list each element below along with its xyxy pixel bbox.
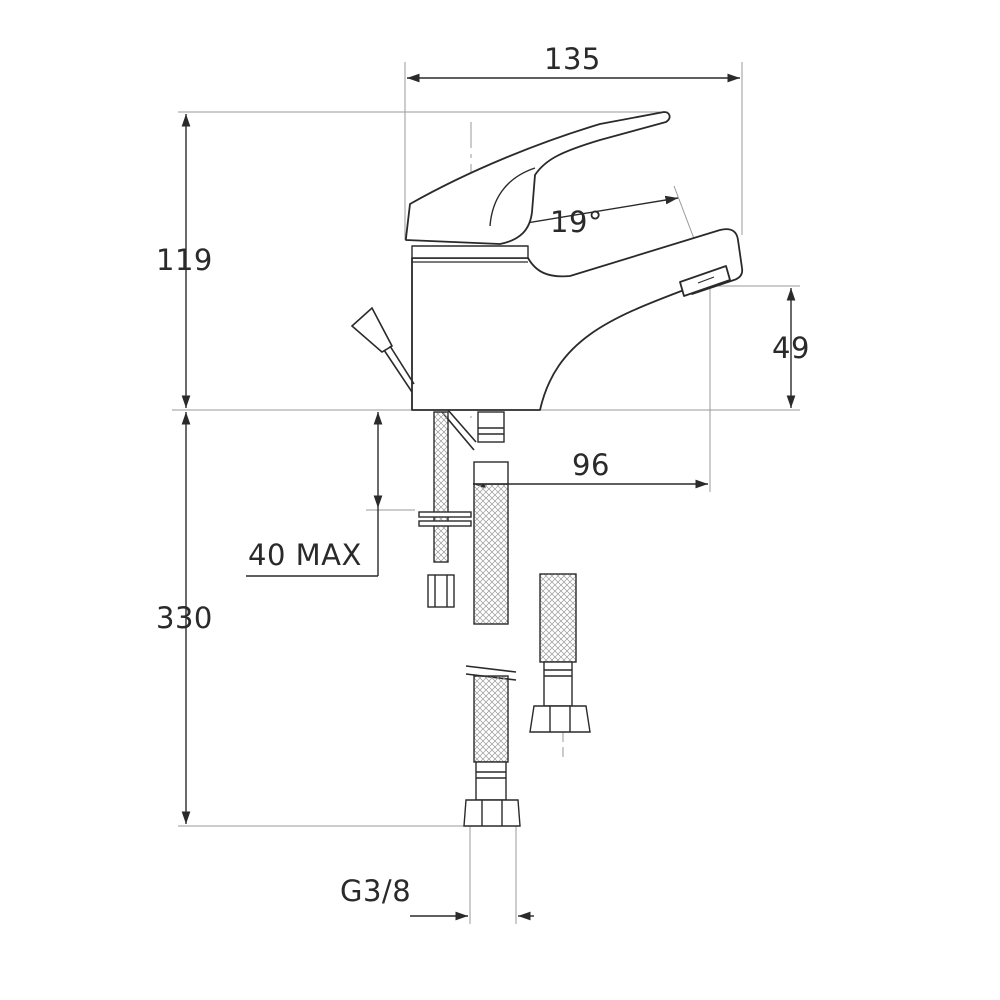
dim-label-135: 135 — [544, 42, 601, 76]
faucet-body — [405, 111, 744, 411]
dim-label-19deg: 19° — [550, 205, 603, 239]
body-and-spout — [411, 228, 744, 411]
dim-label-40-max: 40 MAX — [248, 538, 362, 572]
popup-knob — [350, 306, 394, 353]
second-hose-nut — [529, 705, 591, 733]
dim-label-119: 119 — [156, 243, 213, 277]
dim-label-49: 49 — [772, 331, 810, 365]
hose-nut — [463, 799, 521, 827]
fixing-stud — [418, 411, 472, 608]
dim-label-g38: G3/8 — [340, 874, 412, 908]
lever-inner-curve — [489, 167, 536, 227]
dim-label-330: 330 — [156, 601, 213, 635]
extension-lines — [172, 62, 800, 924]
dim-label-96: 96 — [572, 448, 610, 482]
second-hose — [529, 573, 591, 733]
lever-handle — [405, 111, 671, 245]
lever-base — [411, 245, 529, 259]
main-hose — [463, 411, 521, 827]
